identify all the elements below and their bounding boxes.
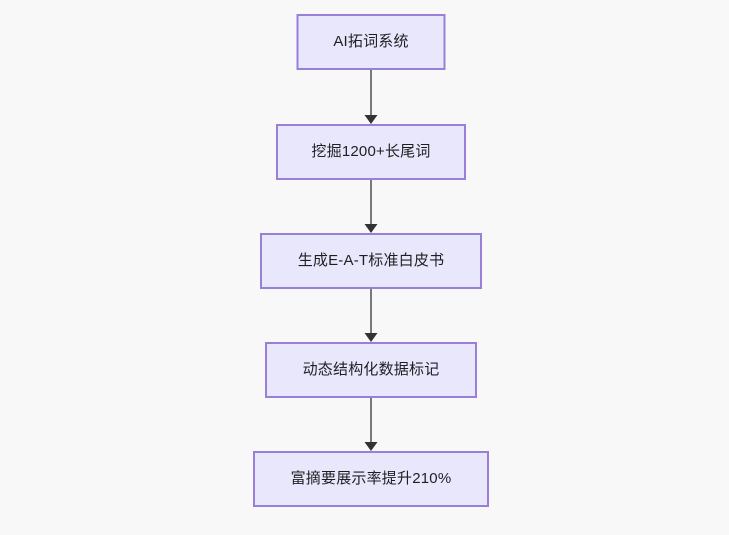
edge-n4-n5 [363,398,379,451]
node-label: AI拓词系统 [333,33,409,50]
edge-n3-n4 [363,289,379,342]
node-rich-snippet-ctr-uplift[interactable]: 富摘要展示率提升210% [253,451,489,507]
arrowhead-icon [364,333,378,342]
node-ai-keyword-system[interactable]: AI拓词系统 [296,14,446,70]
node-label: 挖掘1200+长尾词 [311,143,431,160]
arrowhead-icon [364,115,378,124]
node-dynamic-structured-data-markup[interactable]: 动态结构化数据标记 [265,342,477,398]
node-generate-eat-whitepaper[interactable]: 生成E-A-T标准白皮书 [260,233,482,289]
arrowhead-icon [364,442,378,451]
node-label: 动态结构化数据标记 [302,361,440,378]
edge-n2-n3 [363,180,379,233]
node-label: 生成E-A-T标准白皮书 [297,252,445,269]
edge-n1-n2 [363,70,379,124]
node-label: 富摘要展示率提升210% [290,470,452,487]
node-mine-longtail-keywords[interactable]: 挖掘1200+长尾词 [276,124,466,180]
arrowhead-icon [364,224,378,233]
